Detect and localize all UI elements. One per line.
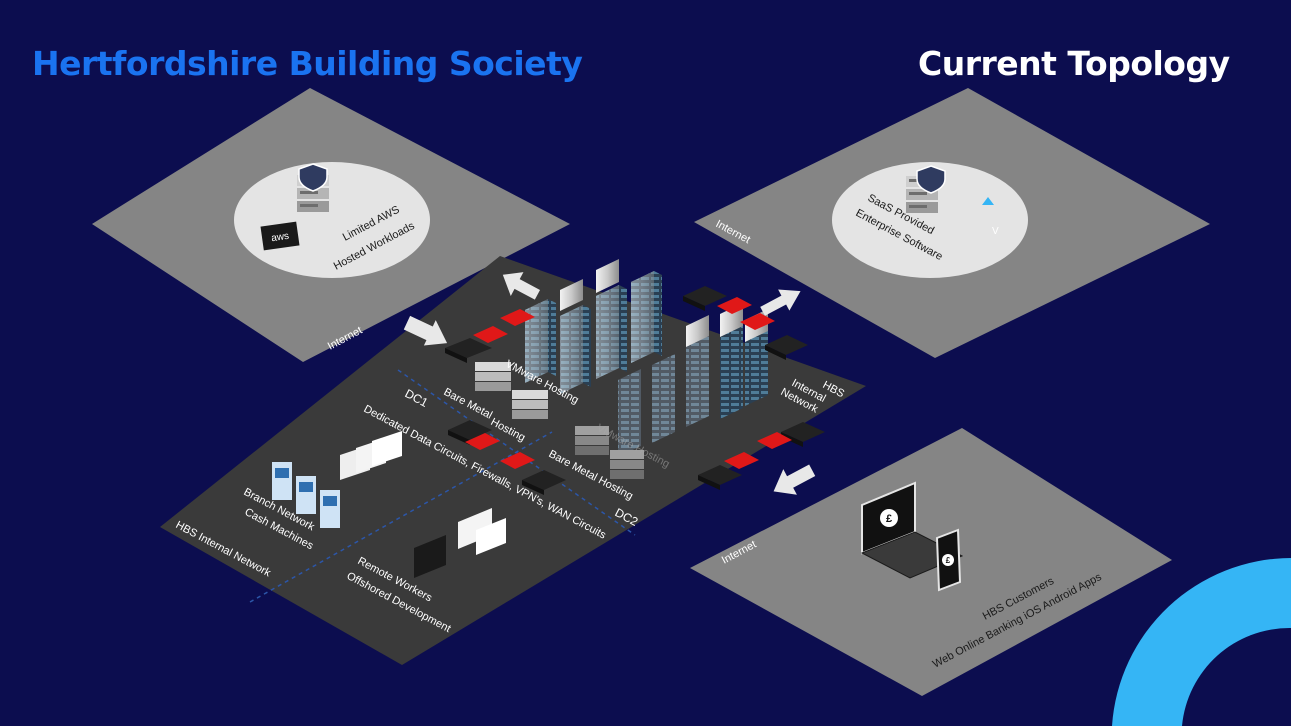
phone-icon: £ — [935, 528, 962, 592]
branch-monitor-icons — [340, 431, 402, 480]
arrow-customers-inbound — [773, 464, 816, 495]
arrow-saas-outbound — [760, 289, 801, 316]
network-switches — [445, 286, 825, 495]
vmware-racks-dc2 — [618, 303, 768, 457]
corner-arc-decoration — [1112, 558, 1291, 726]
aws-internet-zone: aws Limited AWS Hosted Workloads Interne… — [92, 88, 570, 362]
svg-text:V: V — [992, 226, 999, 237]
vmware-racks-dc1 — [525, 259, 662, 394]
aws-workloads-bubble — [234, 162, 430, 278]
aws-logo-icon: aws — [260, 221, 300, 251]
saas-bubble — [832, 162, 1028, 278]
shield-icon — [298, 163, 328, 192]
laptop-pound-symbol: £ — [886, 513, 892, 525]
internal-network-zone: VMware Hosting VMware Hosting Bare Metal… — [160, 256, 866, 665]
baremetal-servers-dc2 — [575, 426, 644, 479]
baremetal-servers-dc1 — [475, 362, 548, 419]
enterprise-software-icon: V — [982, 197, 999, 237]
topology-title: Current Topology — [918, 44, 1230, 83]
shield-icon — [916, 165, 946, 194]
arrow-aws-outbound — [502, 272, 541, 300]
customers-internet-zone: £ £ HBS Customers Web Online Banking iOS… — [690, 428, 1172, 696]
phone-pound-symbol: £ — [946, 556, 951, 565]
arrow-aws-inbound — [403, 315, 448, 346]
traffic-arrows — [403, 272, 816, 495]
cash-machine-icons — [272, 462, 340, 528]
remote-worker-icons — [414, 508, 506, 578]
firewalls — [465, 297, 792, 469]
company-title: Hertfordshire Building Society — [32, 44, 583, 83]
saas-internet-zone: V SaaS Provided Enterprise Software Inte… — [694, 88, 1210, 358]
aws-logo-text: aws — [271, 231, 290, 244]
